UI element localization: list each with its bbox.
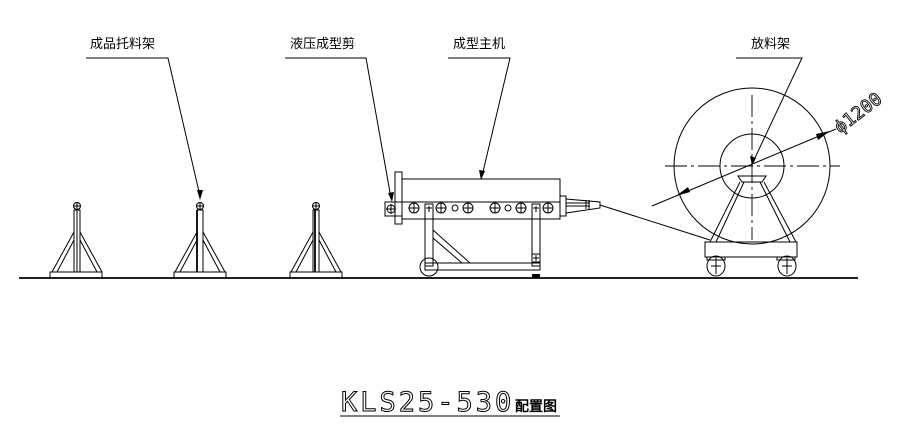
label-product-rack: 成品托料架 — [86, 37, 203, 200]
label-decoiler: 放料架 — [736, 37, 803, 166]
hydraulic-cutter — [384, 171, 403, 225]
label-text: 液压成型剪 — [290, 36, 355, 52]
drawing-title: KLS25-530 配置图 — [340, 387, 560, 419]
label-text: 放料架 — [751, 37, 790, 52]
title-model: KLS25-530 — [341, 387, 514, 418]
label-text: 成品托料架 — [90, 37, 155, 52]
product-stand-3 — [289, 202, 343, 279]
roller-group — [408, 202, 554, 214]
label-forming-machine: 成型主机 — [448, 37, 511, 180]
label-text: 成型主机 — [453, 37, 505, 52]
diameter-dimension: ϕ1200 — [651, 88, 887, 207]
strip-feed-line — [599, 204, 711, 241]
title-suffix: 配置图 — [515, 398, 557, 415]
diameter-label: ϕ1200 — [830, 89, 886, 138]
label-hydraulic-cutter: 液压成型剪 — [285, 36, 394, 202]
product-stand-1 — [49, 202, 103, 279]
forming-machine — [384, 171, 601, 278]
decoiler — [665, 87, 840, 277]
product-stand-2 — [173, 202, 227, 279]
